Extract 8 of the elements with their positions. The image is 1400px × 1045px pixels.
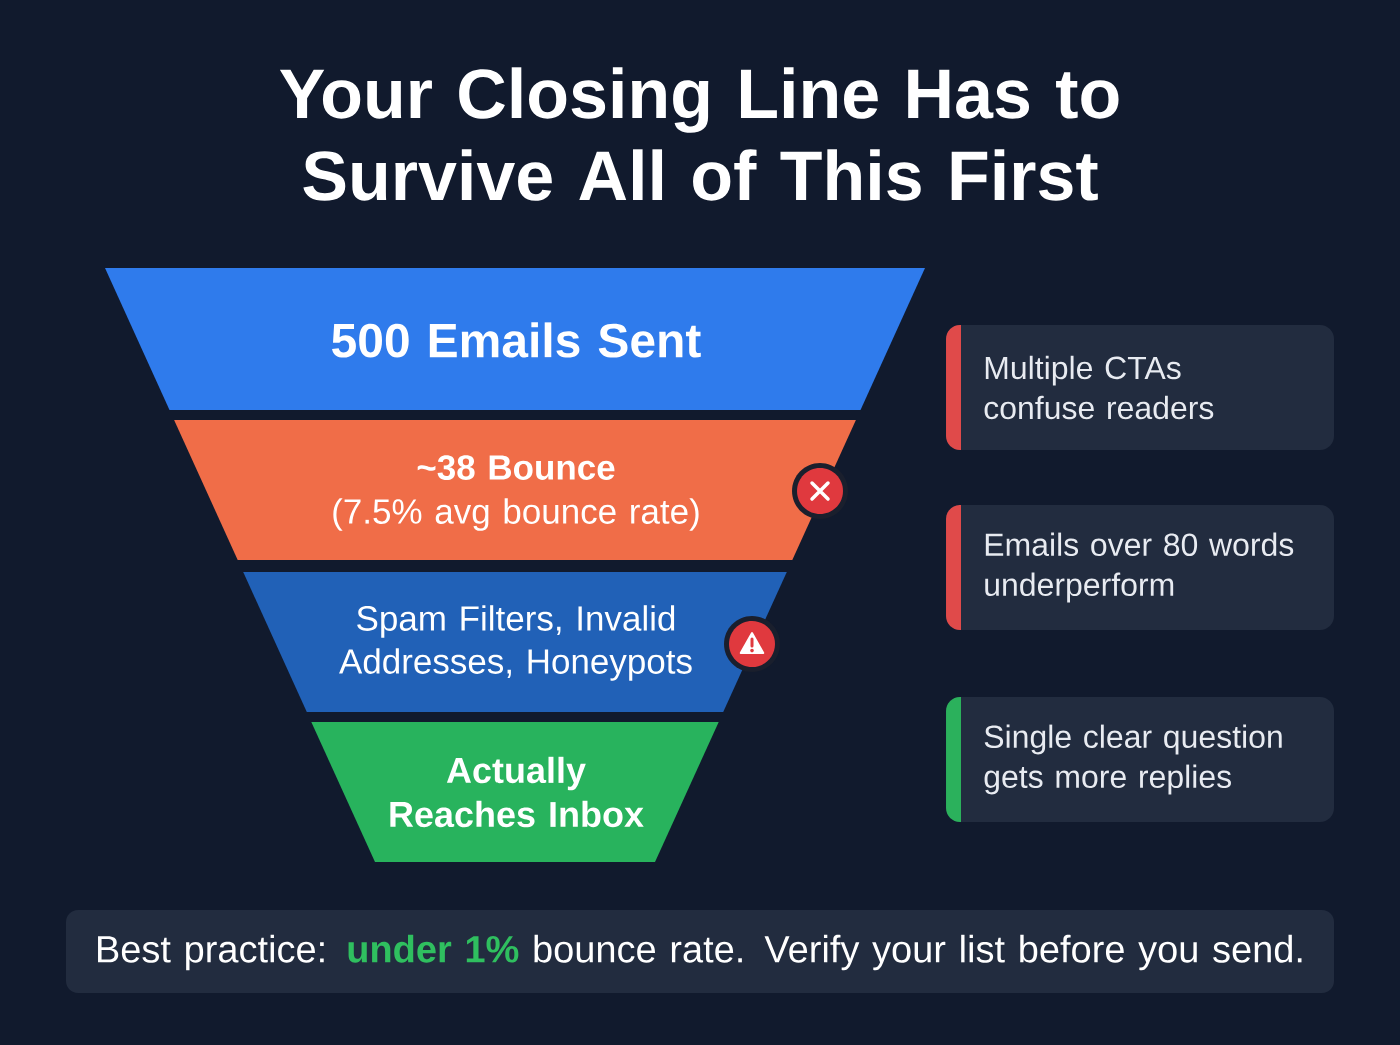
tip-card: Multiple CTAs confuse readers [946, 325, 1334, 450]
tip-card: Single clear question gets more replies [946, 697, 1334, 822]
tip-card: Emails over 80 words underperform [946, 505, 1334, 630]
note-bar: Best practice: under 1% bounce rate. Verify your list before you send. [66, 910, 1334, 993]
funnel-band: 500 Emails Sent [105, 268, 925, 410]
funnel-band: Spam Filters, Invalid Addresses, Honeypots [243, 572, 787, 712]
funnel-band: Actually Reaches Inbox [311, 722, 719, 862]
title: Your Closing Line Has to Survive All of This First [279, 67, 1119, 201]
